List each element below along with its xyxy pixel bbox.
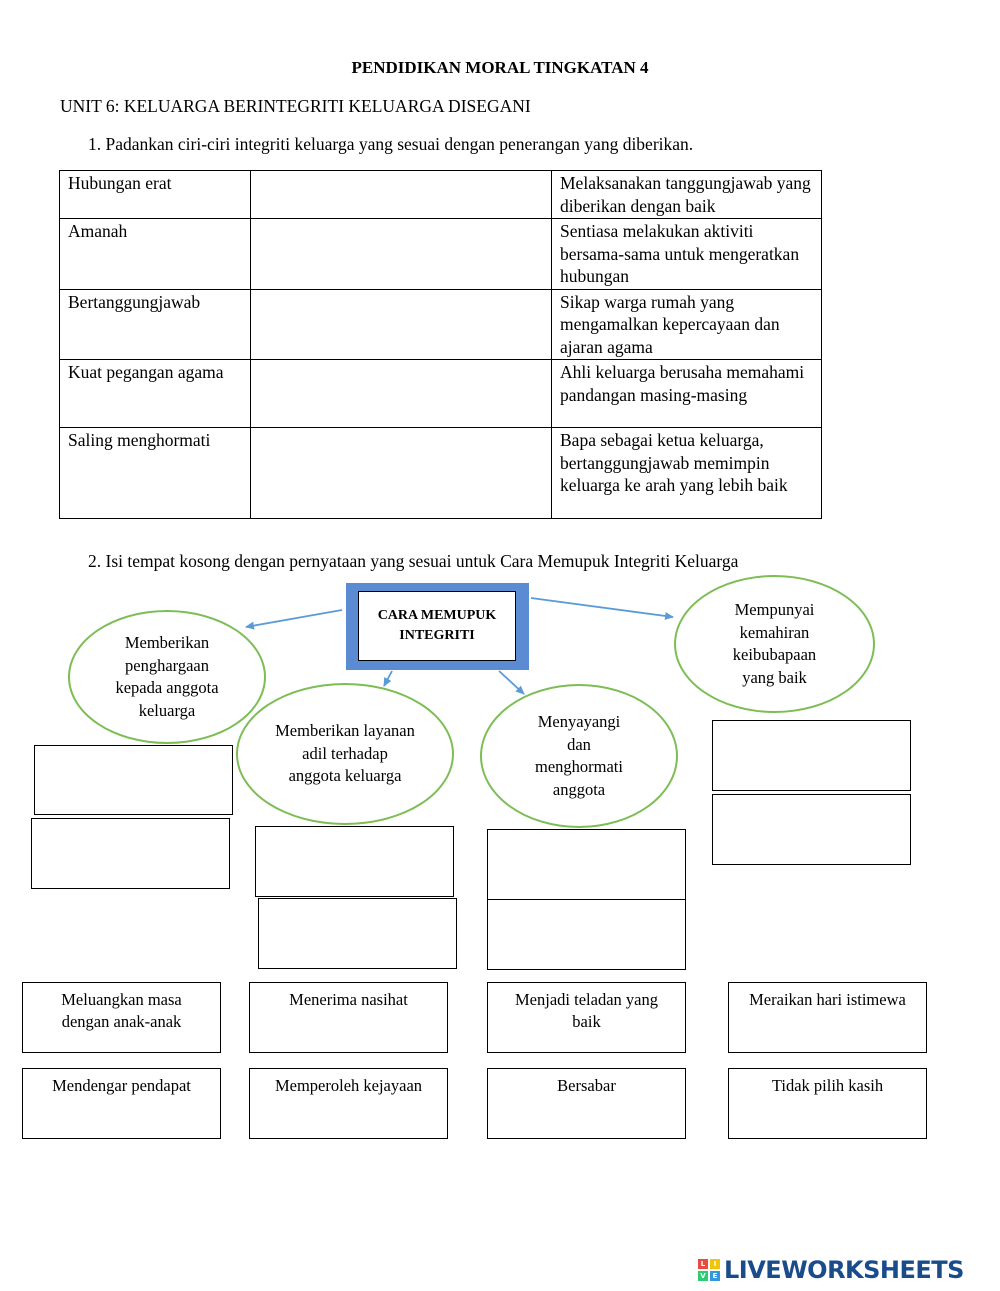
- description-cell: Bapa sebagai ketua keluarga, bertanggung…: [551, 427, 822, 519]
- option-box[interactable]: Memperoleh kejayaan: [249, 1068, 448, 1139]
- trait-cell: Bertanggungjawab: [59, 288, 251, 360]
- table-row: Amanah Sentiasa melakukan aktiviti bersa…: [59, 218, 822, 290]
- table-row: Kuat pegangan agama Ahli keluarga berusa…: [59, 359, 822, 428]
- trait-cell: Kuat pegangan agama: [59, 359, 251, 428]
- answer-box[interactable]: [712, 720, 911, 791]
- answer-box[interactable]: [712, 794, 911, 865]
- page-title: PENDIDIKAN MORAL TINGKATAN 4: [351, 58, 649, 77]
- option-box[interactable]: Menerima nasihat: [249, 982, 448, 1053]
- option-text: Mendengar pendapat: [52, 1076, 191, 1095]
- option-box[interactable]: Meluangkan masa dengan anak-anak: [22, 982, 221, 1053]
- oval-text: Mempunyai kemahiran keibubapaan yang bai…: [732, 600, 817, 687]
- question-2-text: 2. Isi tempat kosong dengan pernyataan y…: [88, 551, 739, 571]
- option-text: Bersabar: [557, 1076, 616, 1095]
- matching-table: Hubungan erat Melaksanakan tanggungjawab…: [59, 170, 822, 519]
- question-1-text: 1. Padankan ciri-ciri integriti keluarga…: [88, 134, 694, 154]
- arrow-left: [245, 609, 343, 630]
- option-box[interactable]: Menjadi teladan yang baik: [487, 982, 686, 1053]
- logo-text: LIVEWORKSHEETS: [724, 1256, 964, 1284]
- option-box[interactable]: Meraikan hari istimewa: [728, 982, 927, 1053]
- option-text: Meraikan hari istimewa: [749, 990, 906, 1009]
- oval-penghargaan: Memberikan penghargaan kepada anggota ke…: [68, 610, 266, 744]
- option-text: Memperoleh kejayaan: [274, 1076, 423, 1095]
- oval-menyayangi: Menyayangi dan menghormati anggota: [480, 684, 678, 828]
- answer-box[interactable]: [255, 826, 454, 897]
- trait-cell: Saling menghormati: [59, 427, 251, 519]
- oval-text: Menyayangi dan menghormati anggota: [535, 712, 623, 799]
- description-cell: Sentiasa melakukan aktiviti bersama-sama…: [551, 218, 822, 290]
- oval-text: Memberikan layanan adil terhadap anggota…: [275, 721, 415, 786]
- center-label: CARA MEMUPUK INTEGRITI: [358, 591, 516, 661]
- table-row: Hubungan erat Melaksanakan tanggungjawab…: [59, 170, 822, 219]
- oval-layanan-adil: Memberikan layanan adil terhadap anggota…: [236, 683, 454, 825]
- trait-cell: Hubungan erat: [59, 170, 251, 219]
- option-box[interactable]: Mendengar pendapat: [22, 1068, 221, 1139]
- answer-box[interactable]: [258, 898, 457, 969]
- description-cell: Melaksanakan tanggungjawab yang diberika…: [551, 170, 822, 219]
- answer-box[interactable]: [31, 818, 230, 889]
- description-cell: Sikap warga rumah yang mengamalkan keper…: [551, 288, 822, 360]
- option-text: Menjadi teladan yang baik: [515, 990, 658, 1031]
- description-cell: Ahli keluarga berusaha memahami pandanga…: [551, 359, 822, 428]
- table-row: Saling menghormati Bapa sebagai ketua ke…: [59, 427, 822, 519]
- answer-box[interactable]: [487, 899, 686, 970]
- answer-cell[interactable]: [250, 359, 552, 428]
- option-box[interactable]: Tidak pilih kasih: [728, 1068, 927, 1139]
- arrow-right: [530, 597, 674, 620]
- answer-cell[interactable]: [250, 427, 552, 519]
- answer-cell[interactable]: [250, 170, 552, 219]
- option-text: Meluangkan masa dengan anak-anak: [61, 990, 182, 1031]
- logo-icon: L I V E: [698, 1259, 720, 1281]
- answer-cell[interactable]: [250, 218, 552, 290]
- liveworksheets-logo: L I V E LIVEWORKSHEETS: [698, 1256, 964, 1284]
- answer-box[interactable]: [487, 829, 686, 900]
- center-node: CARA MEMUPUK INTEGRITI: [346, 583, 529, 670]
- trait-cell: Amanah: [59, 218, 251, 290]
- option-text: Tidak pilih kasih: [771, 1076, 884, 1095]
- oval-text: Memberikan penghargaan kepada anggota ke…: [115, 633, 219, 720]
- answer-box[interactable]: [34, 745, 233, 815]
- arrow-down-right: [498, 670, 525, 695]
- unit-heading: UNIT 6: KELUARGA BERINTEGRITI KELUARGA D…: [60, 96, 531, 116]
- option-text: Menerima nasihat: [289, 990, 408, 1009]
- oval-keibubapaan: Mempunyai kemahiran keibubapaan yang bai…: [674, 575, 875, 713]
- arrow-down-left: [383, 670, 393, 687]
- option-box[interactable]: Bersabar: [487, 1068, 686, 1139]
- table-row: Bertanggungjawab Sikap warga rumah yang …: [59, 288, 822, 360]
